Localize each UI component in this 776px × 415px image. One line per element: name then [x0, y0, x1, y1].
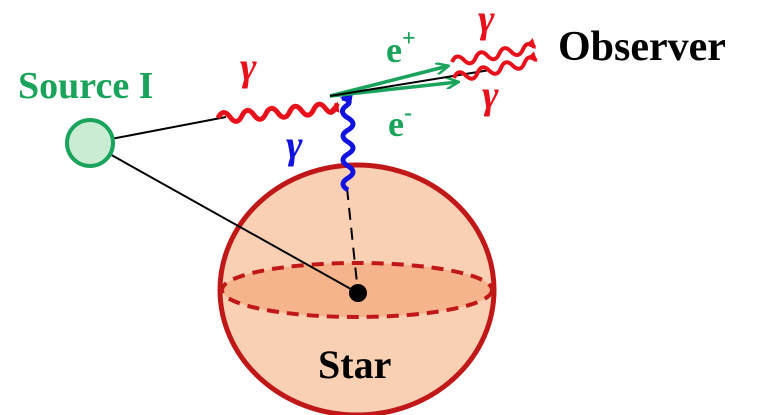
- source-label: Source I: [18, 65, 153, 107]
- gamma-out-top-label: γ: [478, 0, 495, 41]
- incoming-gamma-wave: [218, 103, 338, 123]
- positron-arrow: [330, 66, 448, 96]
- star-label: Star: [318, 342, 391, 387]
- electron-base: e: [388, 104, 404, 144]
- positron-base: e: [386, 30, 402, 70]
- electron-arrow: [330, 82, 458, 96]
- observer-label: Observer: [558, 24, 726, 70]
- positron-label: e+: [386, 26, 416, 70]
- gamma-out-bottom-label: γ: [482, 72, 499, 117]
- gamma-star-label: γ: [286, 122, 303, 167]
- source-circle: [67, 120, 113, 166]
- electron-sup: -: [404, 100, 412, 126]
- gamma-incoming-label: γ: [240, 44, 257, 89]
- electron-label: e-: [388, 100, 412, 144]
- positron-sup: +: [402, 26, 416, 52]
